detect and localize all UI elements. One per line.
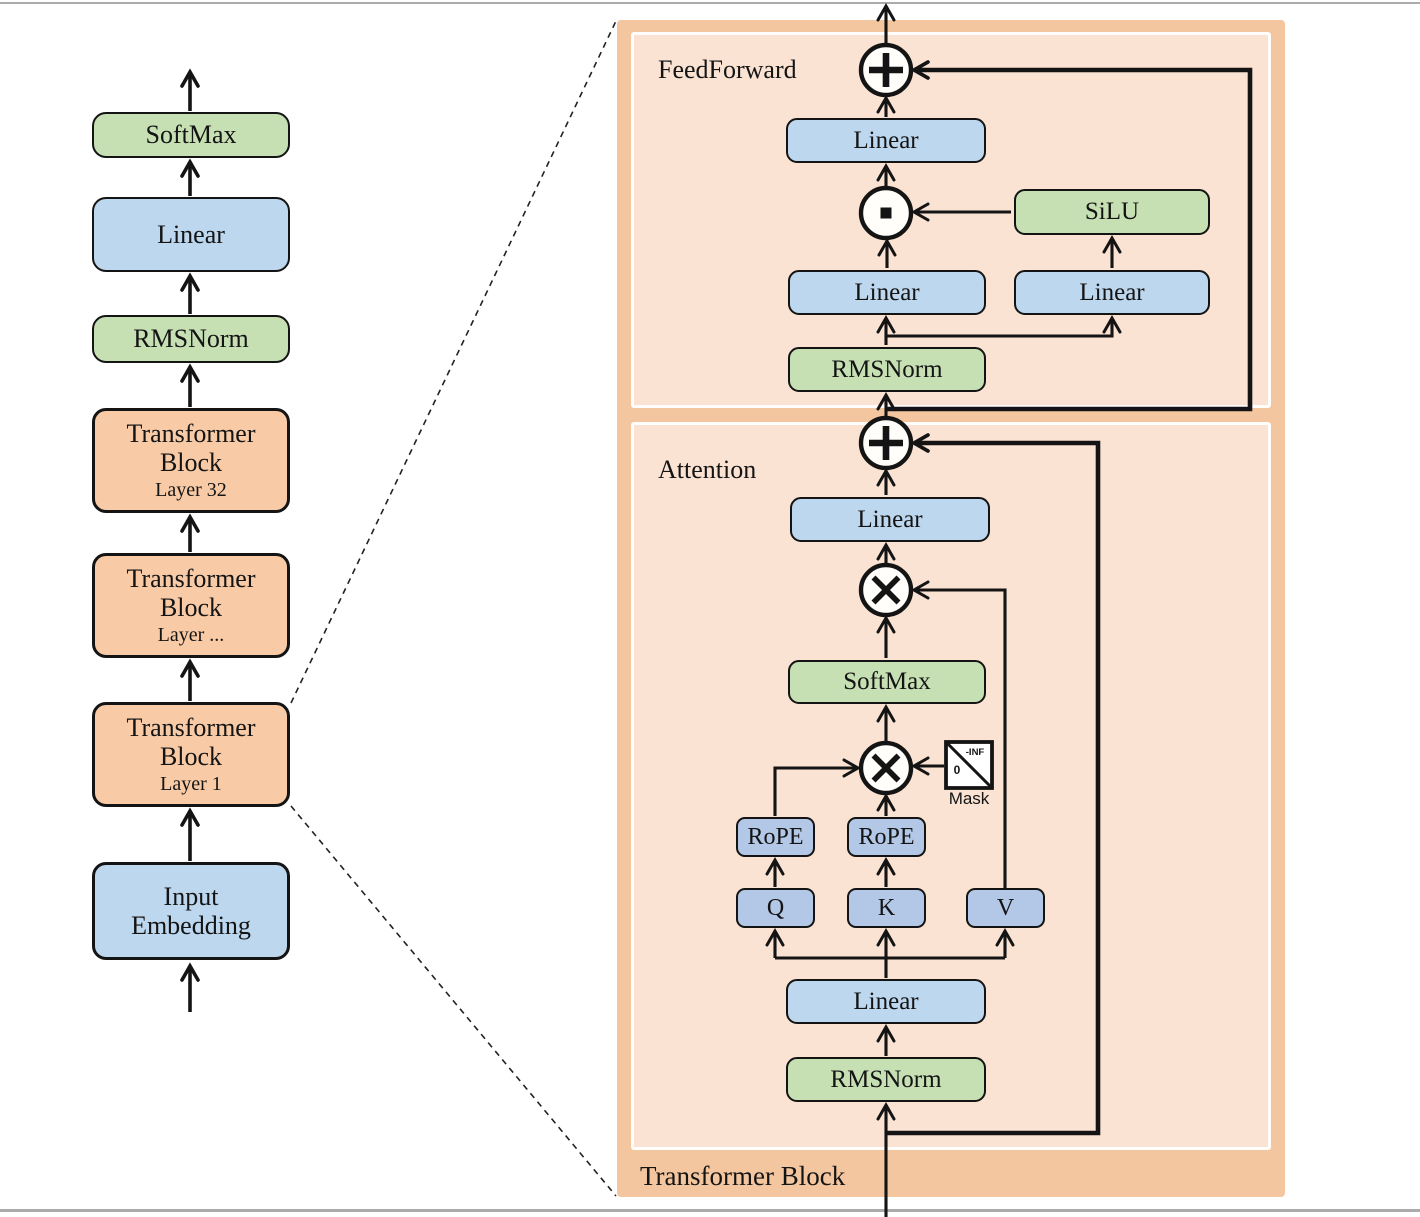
detail-panel-title: Transformer Block xyxy=(640,1161,846,1191)
ff-linear-out-box: Linear xyxy=(786,118,986,163)
left-linear-label: Linear xyxy=(157,219,225,249)
tb32-line2: Block xyxy=(159,448,223,478)
tb32-layer: Layer 32 xyxy=(155,479,227,502)
v-box: V xyxy=(966,888,1045,928)
rope-q-label: RoPE xyxy=(747,823,804,850)
q-label: Q xyxy=(766,894,785,921)
ff-silu-box: SiLU xyxy=(1014,189,1210,235)
left-rmsnorm-box: RMSNorm xyxy=(92,315,290,363)
attn-rmsnorm-box: RMSNorm xyxy=(786,1057,986,1102)
ropeq-to-mul2-path xyxy=(773,758,862,816)
attn-softmax-label: SoftMax xyxy=(843,668,931,695)
tb1-layer: Layer 1 xyxy=(160,773,222,796)
ff-linear-out-label: Linear xyxy=(853,126,919,154)
zoom-guide-dashed-lines xyxy=(290,20,617,1197)
tbmid-line2: Block xyxy=(159,593,223,623)
attn-rmsnorm-label: RMSNorm xyxy=(830,1065,942,1093)
left-softmax-label: SoftMax xyxy=(145,120,237,150)
ff-rmsnorm-box: RMSNorm xyxy=(788,347,986,392)
zoom-guide-bottom xyxy=(290,805,617,1197)
ff-linear-up-label: Linear xyxy=(1079,278,1145,306)
mask-label: Mask xyxy=(948,789,990,808)
attention-residual-path xyxy=(886,433,1101,1136)
input-embedding-box: Input Embedding xyxy=(92,862,290,960)
matmul-operator-icon xyxy=(858,740,914,796)
attn-linear-qkv-box: Linear xyxy=(786,979,986,1024)
transformer-block-1-box: Transformer Block Layer 1 xyxy=(92,702,290,807)
tbmid-layer: Layer ... xyxy=(157,624,225,647)
attention-label: Attention xyxy=(658,455,757,484)
page-bottom-rule xyxy=(0,1209,1420,1212)
ff-residual-path xyxy=(886,60,1253,412)
elementwise-product-icon xyxy=(858,185,914,241)
ff-rmsnorm-label: RMSNorm xyxy=(831,355,943,383)
input-embedding-line1: Input xyxy=(163,881,219,911)
operator-circles xyxy=(858,42,994,796)
v-label: V xyxy=(996,894,1015,921)
left-linear-box: Linear xyxy=(92,197,290,272)
tb1-line2: Block xyxy=(159,742,223,772)
transformer-block-32-box: Transformer Block Layer 32 xyxy=(92,408,290,513)
left-softmax-box: SoftMax xyxy=(92,112,290,158)
tb1-line1: Transformer xyxy=(126,713,256,743)
ff-linear-gate-label: Linear xyxy=(854,278,920,306)
branch-ffrms-to-up xyxy=(886,314,1122,338)
rope-q-box: RoPE xyxy=(736,817,815,857)
rope-k-box: RoPE xyxy=(847,817,926,857)
k-label: K xyxy=(877,894,896,921)
feedforward-wires xyxy=(876,2,1253,419)
q-box: Q xyxy=(736,888,815,928)
mask-lower-value: 0 xyxy=(953,763,961,777)
v-to-mul1-path xyxy=(910,580,1007,888)
mask-upper-value: -INF xyxy=(965,747,985,758)
feedforward-label: FeedForward xyxy=(658,55,797,84)
page-top-rule xyxy=(0,2,1420,4)
zoom-guide-top xyxy=(290,20,617,704)
qkv-split-bar xyxy=(775,956,1005,978)
attn-linear-out-label: Linear xyxy=(857,505,923,533)
add-operator-icon xyxy=(858,42,914,98)
attn-linear-qkv-label: Linear xyxy=(853,987,919,1015)
tb32-line1: Transformer xyxy=(126,419,256,449)
transformer-block-mid-box: Transformer Block Layer ... xyxy=(92,553,290,658)
attention-wires xyxy=(765,433,1101,1217)
attn-softmax-box: SoftMax xyxy=(788,660,986,704)
ff-silu-label: SiLU xyxy=(1084,198,1140,225)
rope-k-label: RoPE xyxy=(858,823,915,850)
input-embedding-line2: Embedding xyxy=(131,911,251,940)
causal-mask-icon xyxy=(944,740,994,790)
matmul-operator-icon xyxy=(858,562,914,618)
attn-linear-out-box: Linear xyxy=(790,497,990,542)
k-box: K xyxy=(847,888,926,928)
ff-linear-up-box: Linear xyxy=(1014,270,1210,315)
ff-linear-gate-box: Linear xyxy=(788,270,986,315)
tbmid-line1: Transformer xyxy=(126,564,256,594)
add-operator-icon xyxy=(858,415,914,471)
left-rmsnorm-label: RMSNorm xyxy=(133,324,249,354)
